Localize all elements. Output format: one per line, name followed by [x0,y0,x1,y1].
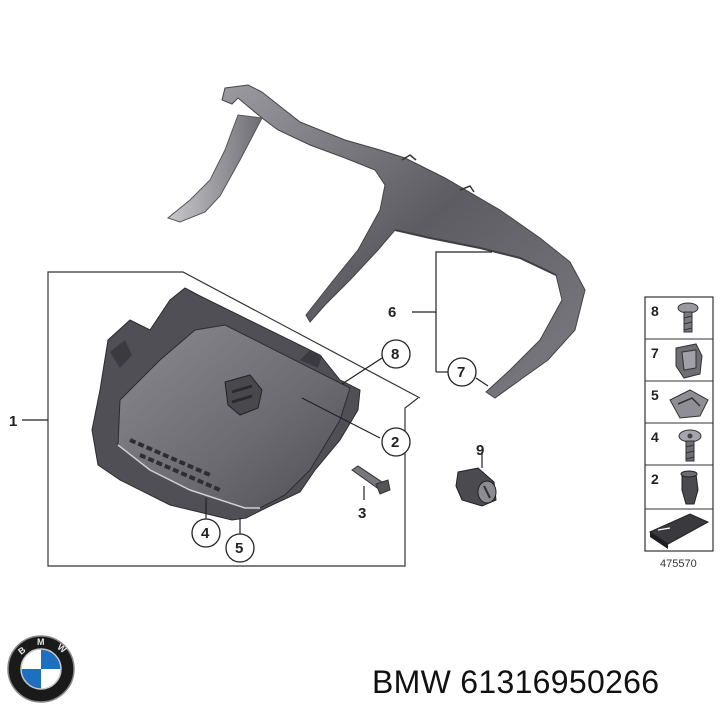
callout-8: 8 [381,339,411,369]
spring-nut-icon [669,389,709,419]
svg-text:3: 3 [358,505,366,522]
screw-icon [677,302,699,333]
legend-item-8: 8 [651,302,699,333]
legend-item-5: 5 [651,387,709,419]
callout-5: 5 [225,533,255,563]
reference-number: 475570 [660,558,697,570]
svg-text:2: 2 [651,471,659,487]
svg-text:M: M [37,637,45,647]
part-number-caption: BMW 61316950266 [372,664,660,700]
svg-text:7: 7 [457,364,465,381]
svg-text:6: 6 [388,304,396,321]
assembly-bracket [47,271,421,567]
callout-4: 4 [191,518,221,548]
bump-stop-icon [680,470,699,505]
callout-9: 9 [476,442,484,459]
svg-text:2: 2 [391,434,399,451]
legend-item-4: 4 [651,429,702,462]
svg-text:8: 8 [651,303,659,319]
callout-6: 6 [388,304,396,321]
svg-text:7: 7 [651,345,659,361]
svg-text:8: 8 [391,346,399,363]
clip-icon [675,343,703,379]
svg-text:B: B [16,644,28,656]
callout-7: 7 [447,357,477,387]
glove-box [91,287,361,521]
svg-text:9: 9 [476,442,484,459]
legend-item-7: 7 [651,343,703,379]
callout-3: 3 [358,505,366,522]
lock-part-9 [455,467,497,507]
legend-item-2: 2 [651,470,699,505]
svg-text:5: 5 [651,387,659,403]
svg-text:1: 1 [9,413,17,430]
legend-column: 8 7 5 4 [644,296,714,552]
callout-2: 2 [381,427,411,457]
wedge-icon [648,513,710,549]
svg-text:5: 5 [235,540,243,557]
leader-lines [22,251,492,538]
svg-text:4: 4 [651,429,659,445]
svg-text:4: 4 [201,525,210,542]
pin-part-3 [351,465,391,495]
bmw-logo: B M W [7,635,75,703]
callout-1: 1 [9,413,17,430]
dashboard-trim-frame [166,84,586,399]
screw-icon [678,429,702,462]
